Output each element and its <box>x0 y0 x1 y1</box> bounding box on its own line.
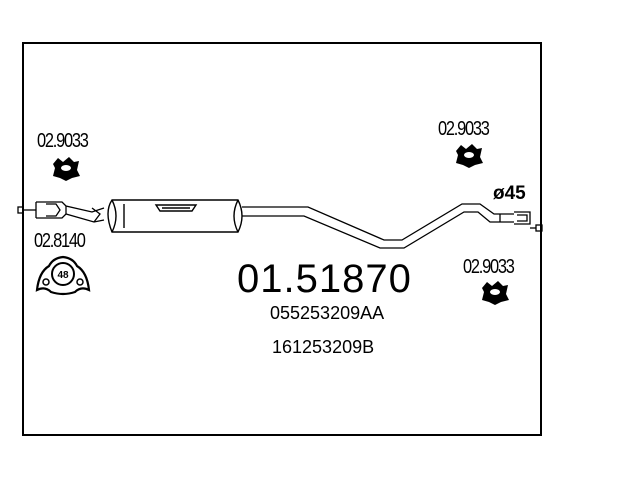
accessory-code: 02.9033 <box>438 118 490 140</box>
rubber-hanger-icon <box>482 281 509 305</box>
inlet-pipe <box>35 201 105 223</box>
rubber-hanger-icon <box>53 157 80 181</box>
rubber-hanger-icon <box>456 144 483 168</box>
accessory-code: 02.9033 <box>463 256 515 278</box>
left-end-cap <box>17 206 24 214</box>
oem-number: 055253209AA <box>270 303 385 323</box>
pipe-diameter-label: ø45 <box>493 183 526 204</box>
tail-pipe <box>242 203 531 249</box>
gasket-badge: 48 <box>57 270 69 281</box>
accessory-code: 02.9033 <box>37 130 89 152</box>
muffler <box>107 199 243 233</box>
accessory-code: 02.8140 <box>34 230 86 252</box>
diagram-frame <box>22 42 542 436</box>
part-number: 01.51870 <box>237 257 412 301</box>
flange-gasket-icon: 48 <box>35 255 91 296</box>
oem-number: 161253209B <box>272 337 375 357</box>
right-end-cap <box>535 224 543 232</box>
